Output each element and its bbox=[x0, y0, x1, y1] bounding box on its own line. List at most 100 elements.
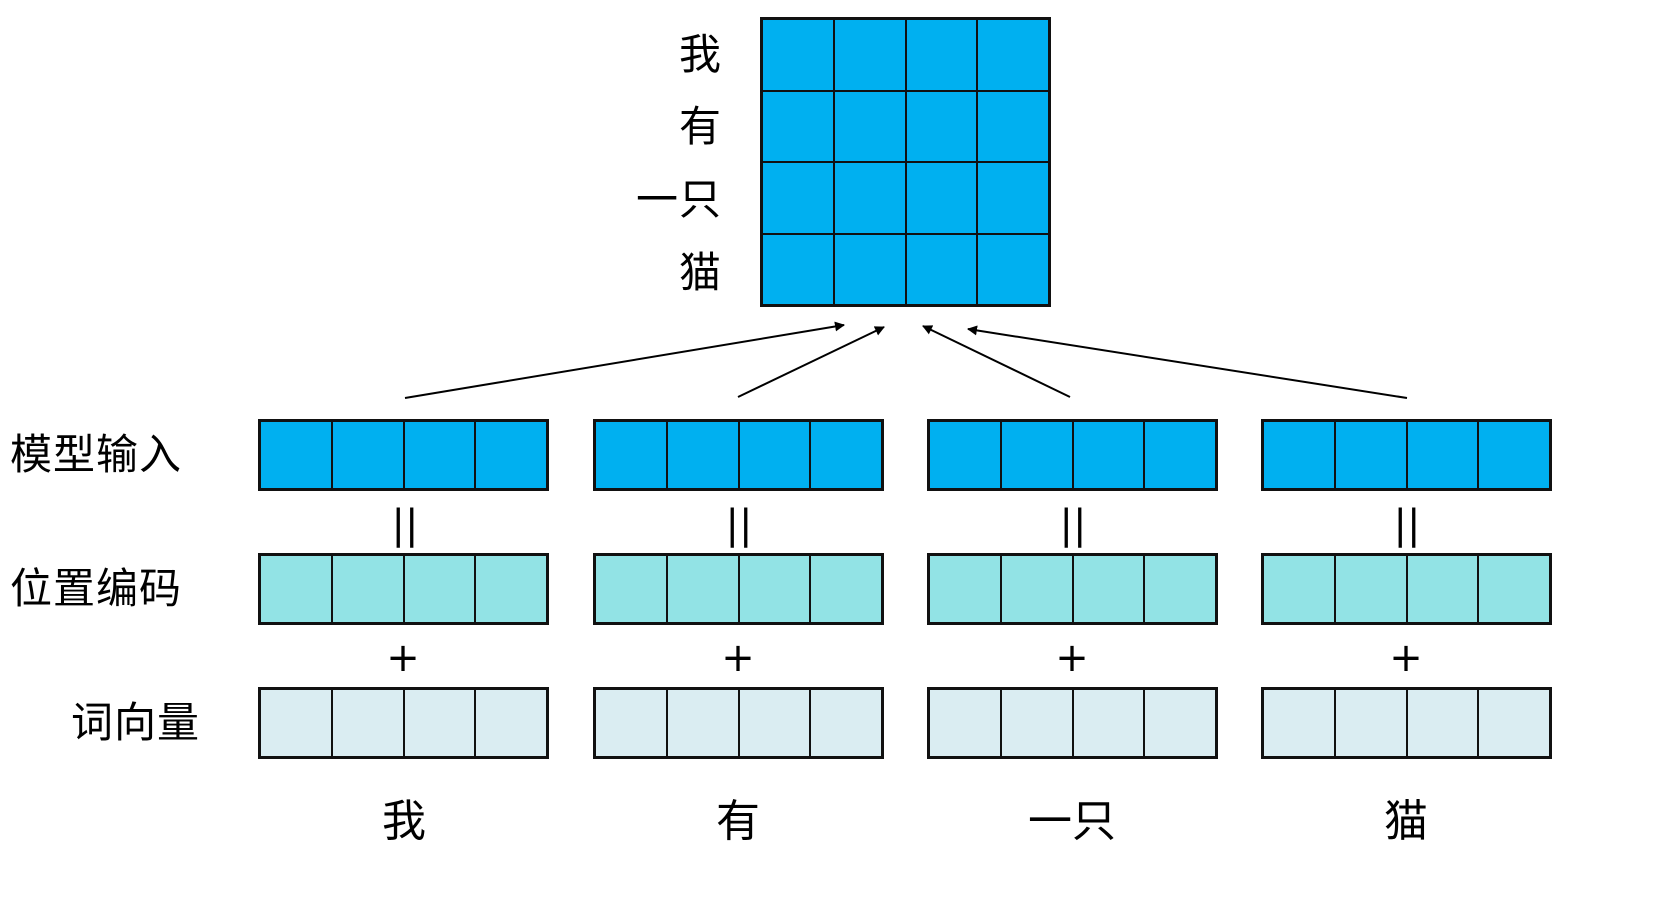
equals-sign: || bbox=[391, 502, 419, 548]
model-input-vector bbox=[1261, 419, 1552, 491]
vector-cell bbox=[595, 421, 667, 489]
matrix-cell bbox=[833, 162, 906, 234]
vector-cell bbox=[666, 555, 739, 623]
matrix-cell bbox=[905, 233, 978, 305]
model-input-vector bbox=[593, 419, 884, 491]
plus-sign: + bbox=[1389, 635, 1423, 681]
vector-cell bbox=[1000, 689, 1073, 757]
position-encoding-vector bbox=[927, 553, 1218, 625]
matrix-cell bbox=[762, 19, 834, 91]
vector-cell bbox=[1144, 689, 1216, 757]
matrix-cell bbox=[977, 90, 1049, 162]
label-model-input: 模型输入 bbox=[10, 430, 183, 479]
vector-cell bbox=[1478, 421, 1550, 489]
matrix-cell bbox=[833, 19, 906, 91]
vector-cell bbox=[403, 421, 476, 489]
token-label: 一只 bbox=[1028, 796, 1116, 847]
vector-cell bbox=[331, 555, 404, 623]
token-label: 有 bbox=[716, 796, 760, 847]
vector-cell bbox=[1263, 421, 1335, 489]
vector-cell bbox=[810, 421, 882, 489]
matrix-cell bbox=[905, 19, 978, 91]
model-input-vector bbox=[258, 419, 549, 491]
vector-cell bbox=[475, 421, 547, 489]
matrix-cell bbox=[977, 162, 1049, 234]
vector-cell bbox=[929, 421, 1001, 489]
vector-cell bbox=[929, 555, 1001, 623]
vector-cell bbox=[929, 689, 1001, 757]
matrix-cell bbox=[905, 162, 978, 234]
matrix-row-label: 猫 bbox=[678, 248, 722, 297]
matrix-cell bbox=[977, 233, 1049, 305]
vector-cell bbox=[1478, 689, 1550, 757]
matrix-cell bbox=[762, 90, 834, 162]
vector-cell bbox=[1000, 421, 1073, 489]
position-encoding-vector bbox=[1261, 553, 1552, 625]
vector-cell bbox=[1072, 689, 1145, 757]
vector-cell bbox=[666, 421, 739, 489]
position-encoding-vector bbox=[593, 553, 884, 625]
matrix-cell bbox=[905, 90, 978, 162]
vector-cell bbox=[1000, 555, 1073, 623]
vector-cell bbox=[1478, 555, 1550, 623]
vector-cell bbox=[1406, 555, 1479, 623]
matrix-cell bbox=[833, 233, 906, 305]
plus-sign: + bbox=[721, 635, 755, 681]
matrix-row-label: 一只 bbox=[635, 175, 722, 224]
vector-cell bbox=[738, 555, 811, 623]
vector-cell bbox=[1334, 555, 1407, 623]
vector-cell bbox=[331, 689, 404, 757]
token-label: 我 bbox=[382, 796, 426, 847]
vector-cell bbox=[738, 689, 811, 757]
vector-cell bbox=[1406, 689, 1479, 757]
vector-cell bbox=[1072, 421, 1145, 489]
word-vector bbox=[927, 687, 1218, 759]
vector-cell bbox=[331, 421, 404, 489]
vector-cell bbox=[475, 555, 547, 623]
arrow-token-1 bbox=[404, 321, 845, 399]
vector-cell bbox=[738, 421, 811, 489]
arrow-token-3 bbox=[922, 325, 1071, 398]
vector-cell bbox=[666, 689, 739, 757]
token-label: 猫 bbox=[1384, 796, 1428, 847]
matrix-cell bbox=[762, 233, 834, 305]
plus-sign: + bbox=[386, 635, 420, 681]
vector-cell bbox=[595, 689, 667, 757]
output-matrix bbox=[760, 17, 1051, 307]
vector-cell bbox=[475, 689, 547, 757]
arrow-token-4 bbox=[967, 325, 1408, 399]
vector-cell bbox=[403, 555, 476, 623]
vector-cell bbox=[1144, 555, 1216, 623]
vector-cell bbox=[1334, 689, 1407, 757]
vector-cell bbox=[1263, 689, 1335, 757]
vector-cell bbox=[595, 555, 667, 623]
equals-sign: || bbox=[1393, 502, 1421, 548]
word-vector bbox=[593, 687, 884, 759]
vector-cell bbox=[1263, 555, 1335, 623]
plus-sign: + bbox=[1055, 635, 1089, 681]
matrix-row-label: 有 bbox=[678, 102, 722, 151]
vector-cell bbox=[260, 421, 332, 489]
vector-cell bbox=[403, 689, 476, 757]
vector-cell bbox=[1334, 421, 1407, 489]
vector-cell bbox=[260, 555, 332, 623]
matrix-cell bbox=[833, 90, 906, 162]
vector-cell bbox=[1072, 555, 1145, 623]
vector-cell bbox=[810, 689, 882, 757]
label-word-vector: 词向量 bbox=[70, 698, 200, 747]
matrix-row-label: 我 bbox=[678, 30, 722, 79]
vector-cell bbox=[1406, 421, 1479, 489]
word-vector bbox=[1261, 687, 1552, 759]
matrix-cell bbox=[762, 162, 834, 234]
label-position-encoding: 位置编码 bbox=[10, 564, 183, 613]
matrix-cell bbox=[977, 19, 1049, 91]
vector-cell bbox=[810, 555, 882, 623]
word-vector bbox=[258, 687, 549, 759]
vector-cell bbox=[1144, 421, 1216, 489]
equals-sign: || bbox=[725, 502, 753, 548]
equals-sign: || bbox=[1059, 502, 1087, 548]
position-encoding-vector bbox=[258, 553, 549, 625]
vector-cell bbox=[260, 689, 332, 757]
arrow-token-2 bbox=[737, 326, 885, 398]
